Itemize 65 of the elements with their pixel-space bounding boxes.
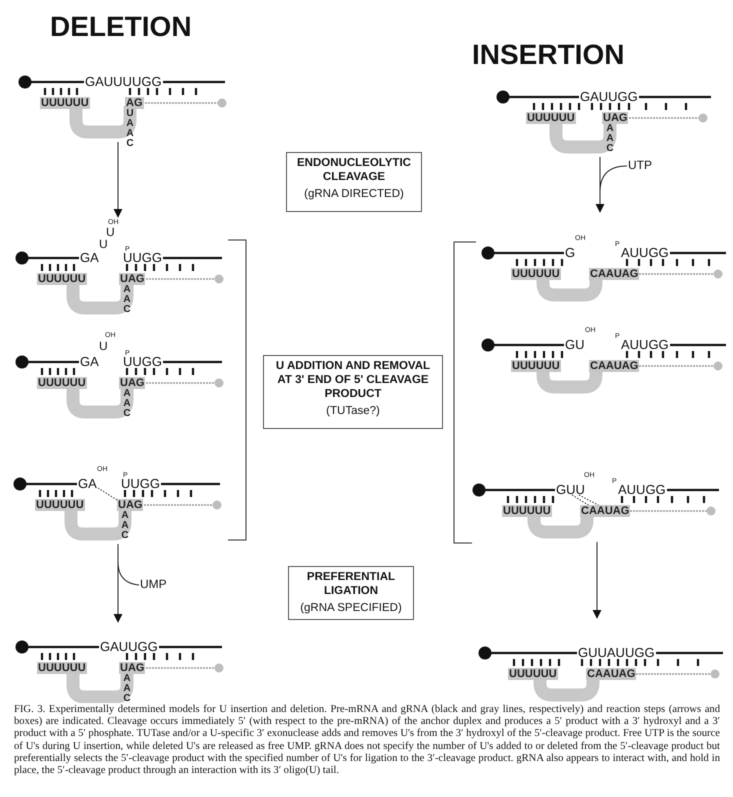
guide-sequence-text: UAG bbox=[117, 499, 144, 511]
guide-sequence-text: A A C bbox=[123, 674, 131, 704]
nucleotide-label: UTP bbox=[628, 159, 652, 172]
guide-sequence-text: A A C bbox=[123, 389, 131, 419]
sequence-text: GU bbox=[565, 338, 584, 351]
uridine-text: U bbox=[99, 340, 108, 352]
sequence-text: AUUGG bbox=[618, 483, 666, 496]
step-title: U ADDITION AND REMOVAL AT 3' END OF 5' CLEAVAGE PRODUCT bbox=[274, 359, 432, 401]
guide-sequence-text: CAAUAG bbox=[580, 505, 630, 517]
sequence-text: GAUUUUGG bbox=[85, 75, 162, 88]
guide-sequence-text: CAAUAG bbox=[589, 268, 640, 280]
guide-sequence-text: UUUUUU bbox=[511, 360, 561, 372]
sequence-text: G bbox=[565, 246, 576, 259]
sequence-text: AUUGG bbox=[621, 338, 669, 351]
guide-sequence-text: UUUUUU bbox=[35, 499, 85, 511]
step-title: ENDONUCLEOLYTIC CLEAVAGE bbox=[296, 156, 412, 184]
sequence-text: GA bbox=[78, 477, 97, 490]
guide-sequence-text: UAG bbox=[119, 377, 146, 389]
branch-line bbox=[118, 562, 140, 586]
arrow bbox=[114, 142, 122, 218]
step-box bbox=[288, 566, 414, 620]
guide-sequence-text: A A C bbox=[123, 285, 131, 315]
guide-sequence-text: U A A C bbox=[126, 109, 134, 149]
guide-sequence-text: UUUUUU bbox=[37, 377, 87, 389]
sequence-text: GUUAUUGG bbox=[578, 646, 655, 659]
sequence-text: GUU bbox=[556, 483, 585, 496]
guide-sequence-text: UUUUUU bbox=[502, 505, 552, 517]
step-note: (TUTase?) bbox=[326, 404, 380, 418]
nucleotide-label: UMP bbox=[140, 578, 167, 591]
sequence-text: UUGG bbox=[123, 251, 162, 264]
section-heading: INSERTION bbox=[472, 40, 624, 70]
guide-sequence-text: UUUUUU bbox=[508, 668, 558, 680]
arrow bbox=[114, 544, 122, 623]
guide-sequence-text: UUUUUU bbox=[37, 273, 87, 285]
sequence-text: GA bbox=[80, 355, 99, 368]
guide-sequence-text: A A C bbox=[606, 124, 614, 154]
guide-sequence-text: AG bbox=[125, 97, 144, 109]
guide-sequence-text: UAG bbox=[602, 112, 628, 124]
arrow bbox=[592, 542, 602, 619]
sequence-text: GAUUGG bbox=[100, 640, 158, 653]
guide-sequence-text: A A C bbox=[121, 511, 129, 541]
guide-sequence-text: CAAUAG bbox=[589, 360, 640, 372]
branch-line bbox=[600, 166, 628, 192]
guide-sequence-text: UUUUUU bbox=[526, 112, 576, 124]
step-note: (gRNA DIRECTED) bbox=[304, 187, 404, 201]
guide-sequence-text: CAAUAG bbox=[586, 668, 636, 680]
sequence-text: GAUUGG bbox=[580, 90, 638, 103]
step-title: PREFERENTIAL LIGATION bbox=[306, 570, 396, 598]
step-box bbox=[286, 152, 422, 212]
uridine-text: U bbox=[99, 238, 108, 250]
guide-sequence-text: UUUUUU bbox=[37, 662, 87, 674]
step-note: (gRNA SPECIFIED) bbox=[300, 601, 402, 615]
sequence-text: GA bbox=[80, 251, 99, 264]
sequence-text: UUGG bbox=[121, 477, 160, 490]
step-box bbox=[263, 355, 443, 429]
guide-sequence-text: UAG bbox=[119, 273, 146, 285]
arrow bbox=[596, 156, 604, 213]
sequence-text: AUUGG bbox=[621, 246, 669, 259]
guide-sequence-text: UUUUUU bbox=[511, 268, 561, 280]
guide-sequence-text: UAG bbox=[119, 662, 146, 674]
section-heading: DELETION bbox=[50, 12, 192, 42]
figure-caption: FIG. 3. Experimentally determined models for U insertion and deletion. Pre-mRNA and gRNA (black and gray lines, respectively) and reaction steps (arrows and boxes) are indicated. Cleavage occurs immediately 5′ (with respect to the pre-mRNA) of the anchor duplex and produces a 5′ product with a 3′ hydroxyl and a 3′ product with a 5′ phosphate. TUTase and/or a U-specific 3′ exonuclease adds and removes U's from the 3′ hydroxyl of the 5′-cleavage product. Free UTP is the source of U's during U insertion, while deleted U's are released as free UMP. gRNA does not specify the number of U's added to or deleted from the 5′-cleavage product but preferentially selects the 5′-cleavage product with the specified number of U's for ligation to the 3′-cleavage product. gRNA also appears to interact with, and hold in place, the 5′-cleavage product through an interaction with its 3′ oligo(U) tail. bbox=[14, 704, 720, 778]
uridine-text: U bbox=[106, 226, 115, 238]
sequence-text: UUGG bbox=[123, 355, 162, 368]
guide-sequence-text: UUUUUU bbox=[40, 97, 90, 109]
